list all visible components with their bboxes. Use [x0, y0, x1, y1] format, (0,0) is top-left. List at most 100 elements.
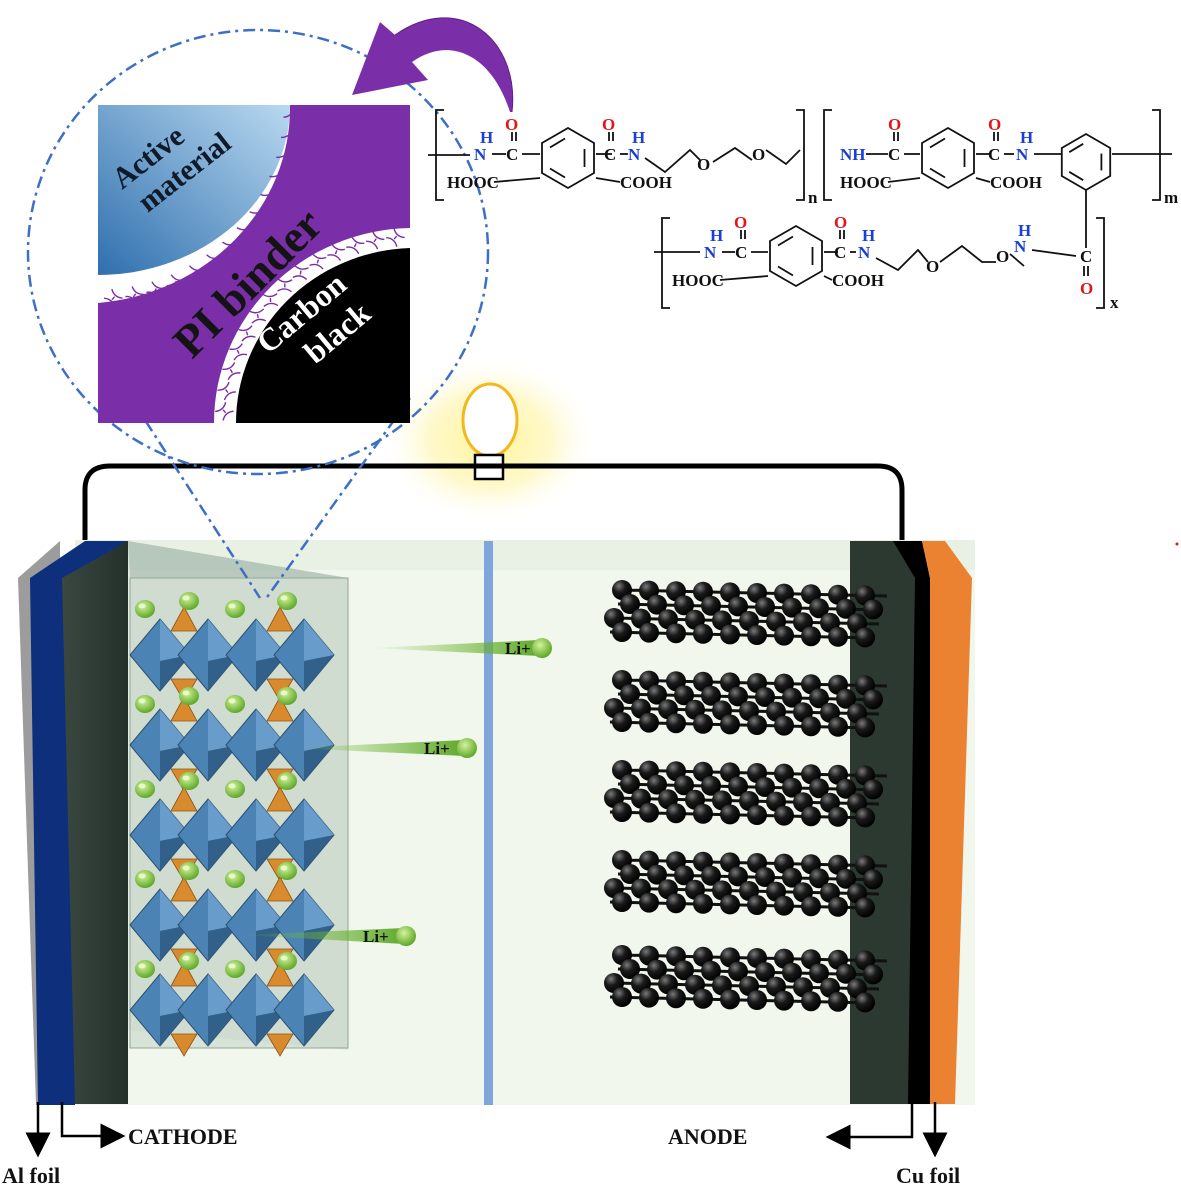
li-ion-sphere: [135, 695, 155, 713]
chem-label: H: [862, 226, 875, 245]
carbon-atom: [720, 894, 740, 915]
carbon-atom: [782, 597, 802, 618]
carbon-atom: [801, 991, 821, 1012]
chem-label: O: [752, 145, 765, 164]
carbon-atom: [782, 687, 802, 708]
octahedron: [273, 973, 335, 1047]
carbon-atom: [782, 962, 802, 983]
octahedron: [273, 708, 335, 782]
li-ion-sphere: [225, 870, 245, 888]
cathode-film: [62, 541, 128, 1104]
tetrahedron: [170, 1033, 198, 1057]
chem-label: O: [926, 257, 939, 276]
carbon-atom: [666, 623, 686, 644]
carbon-atom: [620, 684, 640, 704]
octahedron: [177, 973, 239, 1047]
carbon-atom: [836, 963, 856, 984]
carbon-atom: [747, 715, 767, 735]
chem-label: COOH: [620, 173, 672, 192]
anode-label: ANODE: [668, 1124, 747, 1149]
carbon-atom: [855, 717, 875, 738]
cathode-lattice: [129, 606, 335, 1057]
carbon-atom: [774, 805, 794, 826]
chem-label: H: [632, 128, 645, 147]
octahedron: [177, 888, 239, 962]
carbon-atom: [612, 712, 632, 732]
li-ion-label: Li+: [505, 639, 531, 658]
carbon-atom: [674, 960, 694, 981]
chem-label: O: [602, 115, 615, 134]
carbon-atom: [828, 896, 848, 917]
chem-label: C: [834, 243, 846, 262]
carbon-atom: [836, 778, 856, 799]
carbon-atom: [728, 596, 748, 617]
carbon-atom: [639, 987, 659, 1008]
carbon-atom: [639, 712, 659, 733]
chem-label: N: [858, 243, 871, 262]
li-ion-sphere: [135, 960, 155, 978]
chem-label: H: [710, 226, 723, 245]
cathode-li-ions: [135, 592, 297, 978]
chem-label: n: [808, 188, 818, 207]
carbon-atom: [755, 962, 775, 982]
chem-label: C: [506, 145, 518, 164]
li-ion-sphere: [179, 687, 199, 705]
carbon-atom: [701, 685, 721, 706]
carbon-atom: [855, 627, 875, 648]
carbon-atom: [747, 805, 767, 825]
carbon-atom: [782, 867, 802, 888]
zoom-callout: [26, 28, 490, 601]
chem-label: C: [888, 145, 900, 164]
graphite-layer: [604, 945, 888, 1013]
chem-label: N: [1014, 237, 1027, 256]
carbon-atom: [747, 625, 767, 645]
carbon-atom: [755, 867, 775, 887]
carbon-atom: [728, 686, 748, 707]
cathode-label: CATHODE: [128, 1124, 238, 1149]
carbon-atom: [666, 713, 686, 734]
tetrahedron: [170, 876, 198, 902]
graphite-layer: [604, 670, 888, 738]
carbon-atom: [774, 625, 794, 646]
graphite-layer: [604, 580, 888, 648]
carbon-atom: [612, 987, 632, 1007]
carbon-atom: [747, 895, 767, 915]
tetrahedron: [170, 786, 198, 812]
carbon-atom: [809, 598, 829, 619]
carbon-atom: [674, 595, 694, 616]
carbon-atom: [828, 716, 848, 737]
carbon-atom: [674, 865, 694, 886]
chem-label: N: [474, 145, 487, 164]
circuit-wire: [82, 463, 905, 548]
octahedron: [225, 798, 287, 872]
li-ion-migrating-3: Li+: [240, 926, 416, 946]
carbon-atom: [612, 622, 632, 642]
carbon-atom: [774, 990, 794, 1011]
carbon-atom: [647, 959, 667, 980]
carbon-atom: [639, 892, 659, 913]
carbon-atom: [809, 963, 829, 984]
carbon-atom: [693, 713, 713, 734]
chem-label: NH: [840, 145, 866, 164]
carbon-atom: [612, 802, 632, 822]
li-ion-label: Li+: [424, 739, 450, 758]
carbon-atom: [809, 868, 829, 889]
carbon-atom: [666, 803, 686, 824]
carbon-atom: [863, 689, 883, 710]
tetrahedron: [170, 696, 198, 722]
pi-binder-region: [98, 105, 410, 423]
carbon-atom: [693, 623, 713, 644]
carbon-black-region: [235, 248, 410, 423]
chem-label: C: [604, 145, 616, 164]
li-ion-sphere: [225, 695, 245, 713]
carbon-atom: [855, 992, 875, 1013]
octahedron: [273, 798, 335, 872]
li-ion-label: Li+: [363, 927, 389, 946]
chem-label: O: [988, 115, 1001, 134]
tetrahedron: [266, 696, 294, 722]
chem-label: C: [1080, 247, 1092, 266]
carbon-atom: [693, 988, 713, 1009]
anode-graphite: [604, 580, 888, 1013]
